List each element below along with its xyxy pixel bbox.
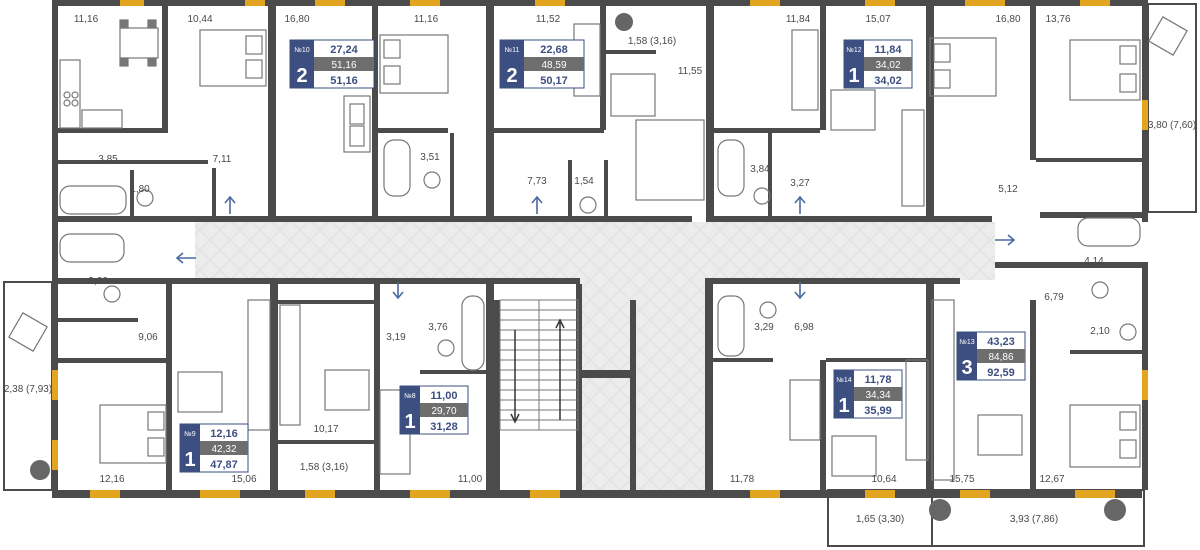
room-area: 3,84 (750, 164, 770, 175)
room-area: 1,54 (574, 176, 594, 187)
room-area: 3,93 (7,86) (1010, 514, 1058, 525)
room-area: 15,75 (949, 474, 974, 485)
room-area: 3,80 (7,60) (1148, 120, 1196, 131)
room-area: 7,73 (527, 176, 547, 187)
living-area: 11,84 (875, 44, 903, 56)
room-area: 10,17 (313, 424, 338, 435)
apartment-rooms: 2 (296, 65, 307, 87)
room-area: 2,10 (1090, 326, 1110, 337)
living-area: 12,16 (210, 428, 238, 440)
room-area: 1,65 (3,30) (856, 514, 904, 525)
apartment-number: №14 (836, 377, 851, 384)
total-area-adjusted: 51,16 (330, 75, 358, 87)
room-area: 15,07 (865, 14, 890, 25)
room-area: 11,52 (536, 14, 561, 25)
room-area: 3,19 (386, 332, 406, 343)
apartment-number: №13 (959, 339, 974, 346)
apartment-badge[interactable]: №8 1 11,00 29,70 31,28 (399, 385, 469, 435)
room-area: 3,66 (88, 276, 108, 287)
room-area: 3,80 (7,60) (1148, 120, 1196, 131)
living-area: 43,23 (987, 336, 1015, 348)
room-area: 12,67 (1039, 474, 1064, 485)
direction-arrows (175, 195, 1016, 300)
room-area: 11,55 (678, 66, 703, 77)
room-area: 3,29 (754, 322, 774, 333)
total-area: 42,32 (211, 444, 236, 455)
apartment-number: №12 (846, 47, 861, 54)
room-area: 11,84 (786, 14, 811, 25)
staircase (499, 299, 579, 431)
room-area: 10,44 (187, 14, 212, 25)
total-area-adjusted: 47,87 (210, 459, 238, 471)
room-area: 3,27 (790, 178, 810, 189)
room-area: 12,16 (99, 474, 124, 485)
total-area: 34,02 (875, 60, 900, 71)
total-area-adjusted: 34,02 (874, 75, 902, 87)
apartment-badge[interactable]: №11 2 22,68 48,59 50,17 (499, 39, 585, 89)
total-area: 51,16 (331, 60, 356, 71)
windows (52, 0, 1148, 498)
furniture (8, 16, 1188, 481)
room-area: 1,58 (3,16) (628, 36, 676, 47)
room-area: 13,76 (1045, 14, 1070, 25)
room-area: 10,64 (871, 474, 896, 485)
living-area: 11,00 (431, 390, 458, 402)
room-area: 7,11 (213, 154, 232, 165)
apartment-badge[interactable]: №12 1 11,84 34,02 34,02 (843, 39, 913, 89)
total-area-adjusted: 31,28 (430, 421, 458, 433)
total-area-adjusted: 50,17 (540, 75, 568, 87)
apartment-badge[interactable]: №9 1 12,16 42,32 47,87 (179, 423, 249, 473)
room-area: 3,76 (428, 322, 448, 333)
total-area-adjusted: 92,59 (987, 367, 1015, 379)
room-area: 5,12 (998, 184, 1018, 195)
room-area: 6,98 (794, 322, 814, 333)
balcony-top-right (1147, 3, 1197, 213)
room-area: 1,58 (3,16) (300, 462, 348, 473)
room-area: 3,85 (98, 154, 118, 165)
living-area: 27,24 (330, 44, 358, 56)
room-area: 16,80 (995, 14, 1020, 25)
room-area-labels: 11,16 10,44 16,80 11,16 11,52 1,58 (3,16… (4, 14, 1196, 525)
apartment-number: №8 (404, 393, 416, 400)
total-area: 48,59 (541, 60, 566, 71)
room-area: 11,16 (414, 14, 439, 25)
apartment-badge[interactable]: №10 2 27,24 51,16 51,16 (289, 39, 375, 89)
room-area: 4,14 (1084, 256, 1104, 267)
apartment-number: №10 (294, 47, 309, 54)
walls (52, 0, 1148, 498)
plants (30, 13, 1126, 521)
corridor-lower (580, 280, 710, 490)
room-area: 2,38 (7,93) (4, 384, 52, 395)
total-area: 34,34 (865, 390, 890, 401)
apartment-rooms: 1 (838, 395, 849, 417)
apartment-badge[interactable]: №13 3 43,23 84,86 92,59 (956, 331, 1026, 381)
apartment-number: №9 (184, 431, 196, 438)
total-area: 84,86 (988, 352, 1013, 363)
apartment-badge[interactable]: №14 1 11,78 34,34 35,99 (833, 369, 903, 419)
room-area: 16,80 (284, 14, 309, 25)
apartment-rooms: 1 (404, 411, 415, 433)
room-area: 11,16 (74, 14, 99, 25)
room-area: 15,06 (231, 474, 256, 485)
room-area: 11,78 (730, 474, 755, 485)
room-area: 1,80 (130, 184, 150, 195)
apartment-rooms: 3 (961, 357, 972, 379)
living-area: 22,68 (540, 44, 568, 56)
apartment-rooms: 2 (506, 65, 517, 87)
room-area: 11,00 (458, 474, 483, 485)
living-area: 11,78 (865, 374, 892, 386)
total-area: 29,70 (431, 406, 456, 417)
room-area: 6,79 (1044, 292, 1064, 303)
total-area-adjusted: 35,99 (864, 405, 892, 417)
apartment-rooms: 1 (848, 65, 859, 87)
apartment-number: №11 (505, 47, 520, 54)
room-area: 9,06 (138, 332, 158, 343)
apartment-rooms: 1 (184, 449, 195, 471)
corridor (195, 222, 995, 280)
room-area: 3,51 (420, 152, 440, 163)
